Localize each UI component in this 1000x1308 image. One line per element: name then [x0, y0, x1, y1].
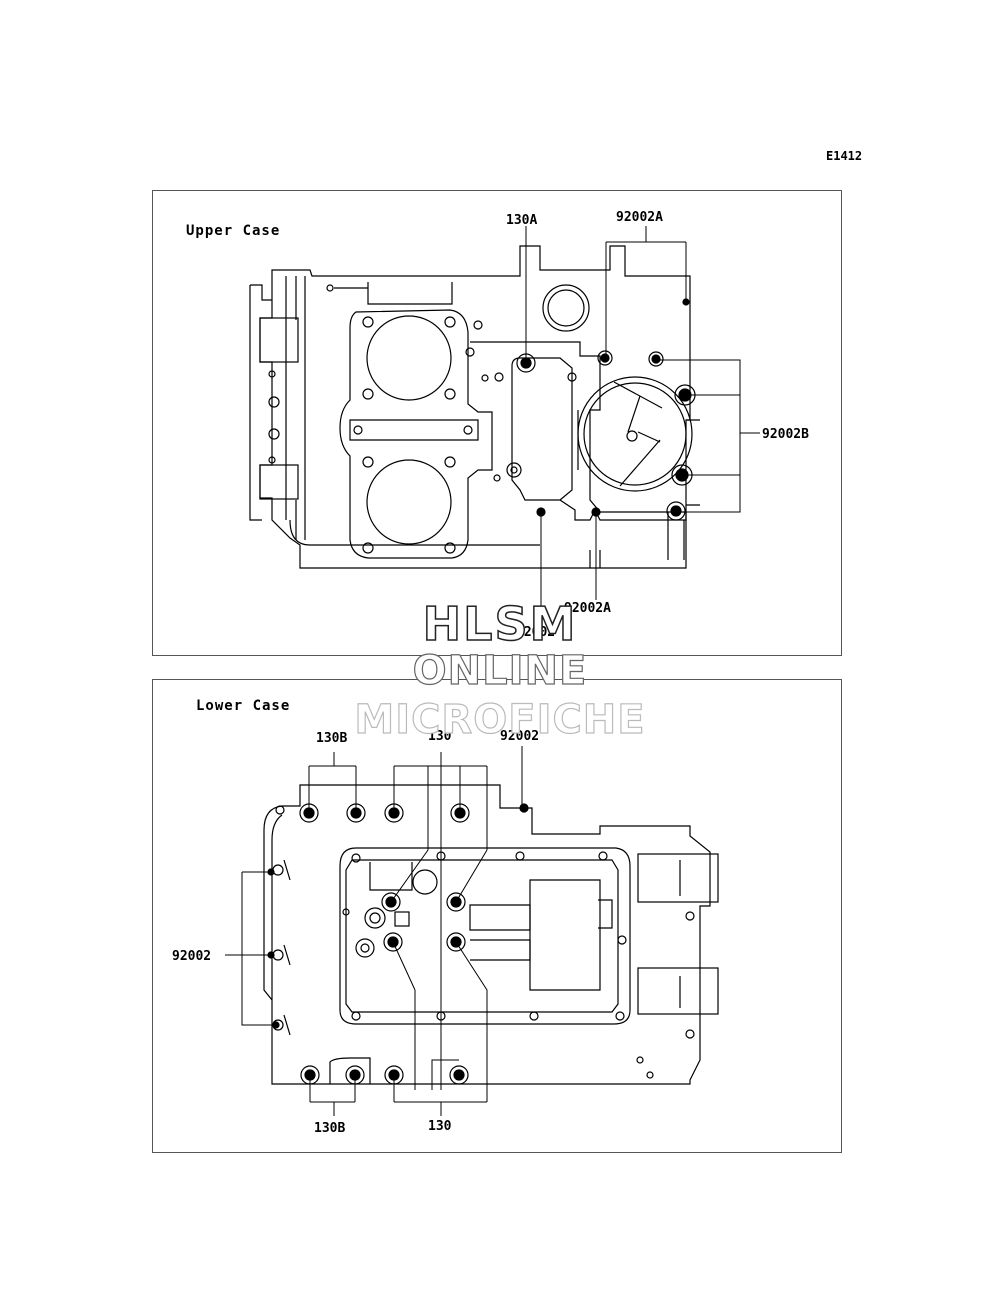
page-id: E1412 [826, 149, 863, 163]
lower-crankcase-drawing [263, 784, 719, 1085]
upper-case-panel [152, 190, 842, 656]
callout-92002B: 92002B [762, 427, 809, 442]
lower-callout-leaders [225, 746, 523, 1116]
callout-130A: 130A [506, 213, 537, 228]
lower-case-title: Lower Case [196, 698, 291, 714]
upper-callout-leaders [525, 226, 760, 620]
callout-130-bottom: 130 [428, 1119, 452, 1134]
upper-crankcase-drawing [249, 245, 700, 569]
callout-92002-left: 92002 [172, 949, 211, 964]
callout-130-top: 130 [428, 729, 452, 744]
callout-130B-bottom: 130B [314, 1121, 345, 1136]
callout-92002A-bottom: 92002A [564, 601, 611, 616]
lower-case-panel [152, 679, 842, 1153]
callout-130B-top: 130B [316, 731, 347, 746]
callout-92002A-top: 92002A [616, 210, 663, 225]
upper-case-title: Upper Case [186, 223, 281, 239]
callout-92002-upper-bottom: 92002 [516, 625, 555, 640]
callout-92002-top: 92002 [500, 729, 539, 744]
